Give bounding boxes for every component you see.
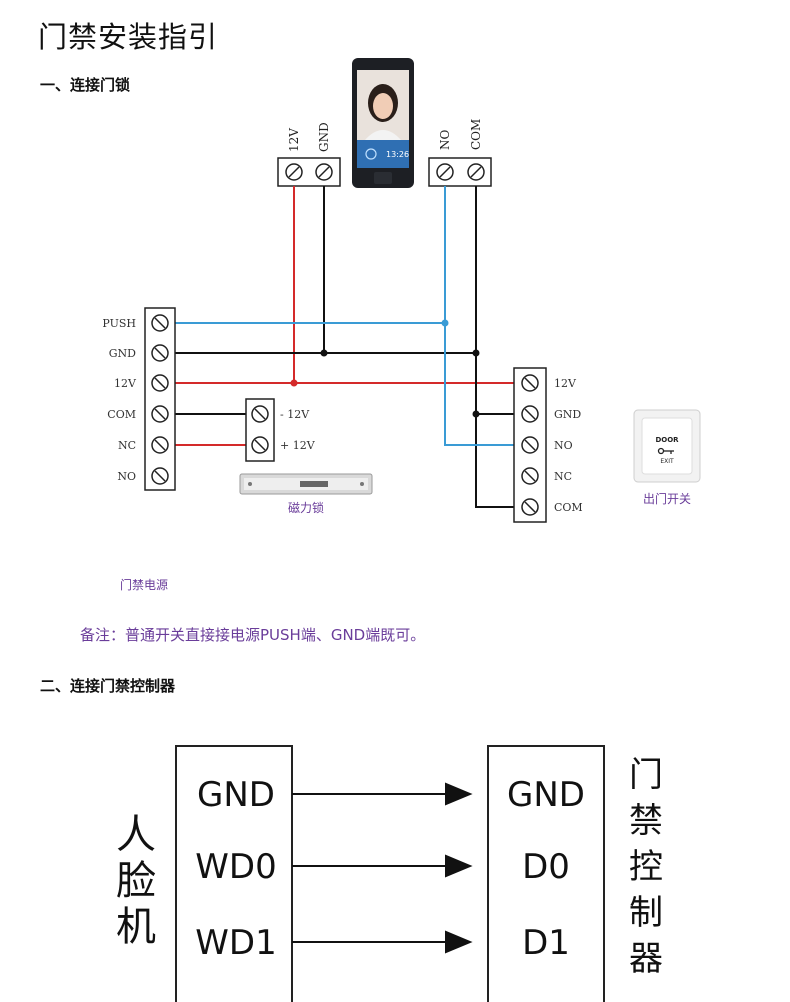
psu-gnd-label: GND — [109, 347, 136, 360]
wire-junctions — [290, 319, 480, 418]
psu-12v-label: 12V — [114, 377, 137, 390]
device-no-label: NO — [438, 130, 452, 151]
controller-wiring-diagram: GND WD0 WD1 GND D0 D1 人 脸 机 门 禁 控 制 器 — [116, 745, 663, 1002]
face-wd0-label: WD0 — [195, 847, 276, 887]
face-device-label-char-3: 机 — [116, 904, 156, 950]
wires — [175, 186, 518, 508]
psu-push-label: PUSH — [102, 317, 136, 330]
mag-lock-plus-label: + 12V — [280, 439, 316, 452]
page-title: 门禁安装指引 — [38, 20, 219, 54]
device-screen-time: 13:26 — [386, 150, 409, 159]
power-supply-terminal: PUSH GND 12V COM NC NO — [102, 307, 176, 491]
psu-no-label: NO — [117, 470, 136, 483]
exit-button-door-text: DOOR — [655, 436, 679, 444]
psu-com-label: COM — [107, 408, 136, 421]
signal-arrows — [292, 782, 473, 954]
mag-lock-caption: 磁力锁 — [288, 500, 324, 515]
exit-button-caption: 出门开关 — [643, 491, 691, 506]
controller-label-char-1: 门 — [629, 755, 663, 795]
controller-d0-label: D0 — [522, 847, 570, 887]
section-title-controller: 二、连接门禁控制器 — [40, 677, 176, 695]
mag-lock-terminal: - 12V + 12V — [245, 398, 316, 462]
exit-button-exit-text: EXIT — [660, 458, 674, 465]
controller-box — [487, 745, 605, 1002]
mag-lock-minus-label: - 12V — [280, 408, 310, 421]
exit-nc-label: NC — [554, 470, 572, 483]
exit-gnd-label: GND — [554, 408, 581, 421]
section-title-lock: 一、连接门锁 — [40, 76, 131, 94]
lock-wiring-diagram: 13:26 12V GND NO COM — [102, 58, 701, 523]
psu-nc-label: NC — [118, 439, 136, 452]
face-device-box — [175, 745, 293, 1002]
device-12v-label: 12V — [287, 128, 301, 152]
exit-button-image: DOOR EXIT 出门开关 — [633, 409, 701, 506]
face-device-label-char-2: 脸 — [116, 858, 156, 904]
exit-terminal: 12V GND NO NC COM — [513, 367, 583, 523]
device-power-terminal: 12V GND — [277, 122, 341, 187]
face-gnd-label: GND — [197, 775, 275, 815]
power-supply-caption: 门禁电源 — [120, 578, 169, 592]
exit-12v-label: 12V — [554, 377, 577, 390]
key-icon — [657, 447, 674, 455]
device-gnd-label: GND — [317, 122, 331, 152]
controller-label-char-5: 器 — [629, 939, 663, 979]
face-device-label-char-1: 人 — [116, 812, 156, 858]
face-recognition-device: 13:26 — [352, 58, 414, 188]
face-wd1-label: WD1 — [195, 923, 276, 963]
controller-gnd-label: GND — [507, 775, 585, 815]
device-relay-terminal: NO COM — [428, 119, 492, 187]
note-text: 备注：普通开关直接接电源PUSH端、GND端既可。 — [80, 626, 426, 644]
controller-label-char-2: 禁 — [629, 801, 663, 841]
controller-label-char-3: 控 — [629, 847, 663, 887]
controller-label-char-4: 制 — [629, 893, 663, 933]
controller-d1-label: D1 — [522, 923, 570, 963]
mag-lock-image: 磁力锁 — [239, 473, 373, 515]
exit-no-label: NO — [554, 439, 573, 452]
exit-com-label: COM — [554, 501, 583, 514]
device-com-label: COM — [469, 119, 483, 150]
